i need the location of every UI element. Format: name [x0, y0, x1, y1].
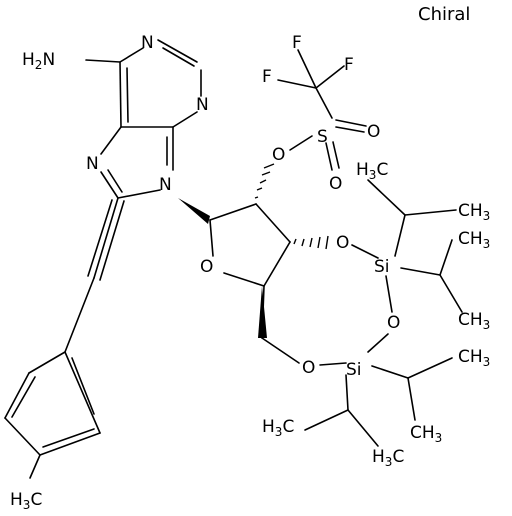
methyl-si2-a: CH3	[458, 347, 490, 369]
atom-n-right: N	[196, 95, 209, 115]
atom-s: S	[317, 127, 328, 147]
amine-label: H2N	[22, 50, 55, 72]
atom-n-top: N	[141, 33, 154, 53]
atom-labels: H2N N N N N O O O O O S O O Si Si F F F …	[10, 33, 490, 512]
atom-o-si-top: O	[336, 233, 349, 253]
methyl-si1-a: H3C	[356, 160, 388, 182]
stereo-bonds	[178, 198, 267, 338]
methyl-si1-d: CH3	[458, 310, 490, 332]
atom-si-bottom: Si	[346, 360, 362, 380]
methyl-si1-c: CH3	[458, 229, 490, 251]
wedge-c4-c5	[258, 286, 267, 338]
atom-s-oxygen-b: O	[329, 174, 342, 194]
methyl-si1-b: CH3	[458, 201, 490, 223]
atom-n-imidazole: N	[86, 154, 99, 174]
methyl-si2-b: CH3	[410, 423, 442, 445]
bond-lines	[4, 39, 463, 479]
chiral-label: Chiral	[418, 4, 470, 25]
atom-si-top: Si	[374, 257, 390, 277]
methyl-si2-c: H3C	[262, 417, 294, 439]
atom-f-2: F	[262, 67, 272, 87]
methyl-tolyl: H3C	[10, 490, 42, 512]
atom-o-ring: O	[200, 257, 213, 277]
methyl-si2-d: H3C	[372, 447, 404, 469]
wedge-n9-c1	[178, 198, 210, 224]
hashed-bonds	[254, 163, 329, 250]
atom-o-si-mid: O	[387, 313, 400, 333]
atom-o-triflate: O	[272, 145, 285, 165]
atom-s-oxygen-a: O	[367, 122, 380, 142]
atom-n9: N	[159, 175, 172, 195]
atom-f-3: F	[344, 55, 354, 75]
atom-f-1: F	[292, 33, 302, 53]
atom-o-si-bottom: O	[302, 358, 315, 378]
